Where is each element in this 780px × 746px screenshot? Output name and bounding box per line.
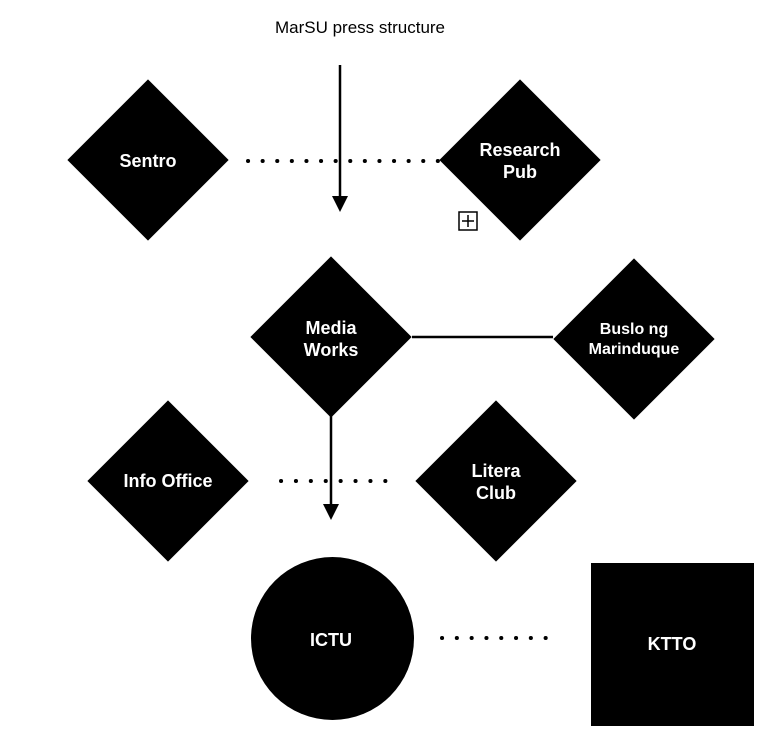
media-works-label-line1: Media: [305, 317, 357, 338]
media-works-label-line2: Works: [303, 340, 359, 360]
research-pub-label-line1: Research: [479, 139, 561, 160]
arrowhead-media-works: [323, 504, 339, 520]
info-office-label: Info Office: [123, 470, 213, 491]
plus-square-icon[interactable]: [458, 211, 478, 231]
ictu-label: ICTU: [310, 629, 352, 650]
buslo-label-line2: Marinduque: [588, 341, 680, 358]
ktto-label: KTTO: [647, 633, 697, 654]
diagram-title: MarSU press structure: [274, 18, 446, 37]
buslo-label-line1: Buslo ng: [599, 321, 669, 338]
research-pub-label-line2: Pub: [503, 162, 537, 182]
ictu-node[interactable]: [251, 557, 414, 720]
media-works-label: Media Works: [271, 314, 391, 364]
ktto-node[interactable]: [591, 563, 754, 726]
litera-club-label: Litera Club: [436, 457, 556, 507]
arrowhead-title: [332, 196, 348, 212]
sentro-label: Sentro: [119, 150, 177, 171]
research-pub-label: Research Pub: [460, 136, 580, 186]
litera-club-label-line2: Club: [476, 483, 516, 503]
litera-club-label-line1: Litera: [471, 460, 521, 481]
buslo-label: Buslo ng Marinduque: [569, 317, 699, 363]
